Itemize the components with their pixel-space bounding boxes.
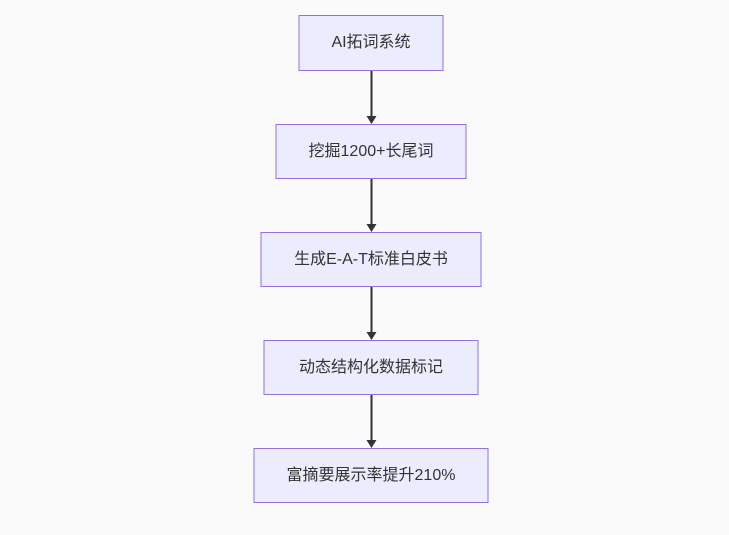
flowchart: AI拓词系统 挖掘1200+长尾词 生成E-A-T标准白皮书 动态结构化数据标记… (253, 15, 489, 503)
flow-node-ai-keyword-system: AI拓词系统 (298, 15, 444, 71)
flow-node-label: 生成E-A-T标准白皮书 (294, 250, 448, 268)
flow-node-label: 动态结构化数据标记 (298, 358, 443, 376)
edge-line (370, 287, 372, 332)
edge-line (370, 179, 372, 224)
flow-node-structured-data-markup: 动态结构化数据标记 (263, 340, 479, 395)
edge-line (370, 71, 372, 116)
flow-edge-4 (366, 395, 376, 448)
flow-edge-3 (366, 287, 376, 340)
flow-node-eat-whitepaper: 生成E-A-T标准白皮书 (260, 232, 482, 287)
arrow-down-icon (366, 116, 376, 124)
flow-node-rich-snippet-rate: 富摘要展示率提升210% (253, 448, 489, 503)
edge-line (370, 395, 372, 440)
flow-node-label: 挖掘1200+长尾词 (308, 142, 434, 160)
arrow-down-icon (366, 224, 376, 232)
flow-node-longtail-mining: 挖掘1200+长尾词 (275, 124, 467, 179)
flow-edge-1 (366, 71, 376, 124)
flow-node-label: 富摘要展示率提升210% (286, 466, 456, 484)
arrow-down-icon (366, 332, 376, 340)
arrow-down-icon (366, 440, 376, 448)
flow-node-label: AI拓词系统 (331, 34, 411, 51)
flow-edge-2 (366, 179, 376, 232)
